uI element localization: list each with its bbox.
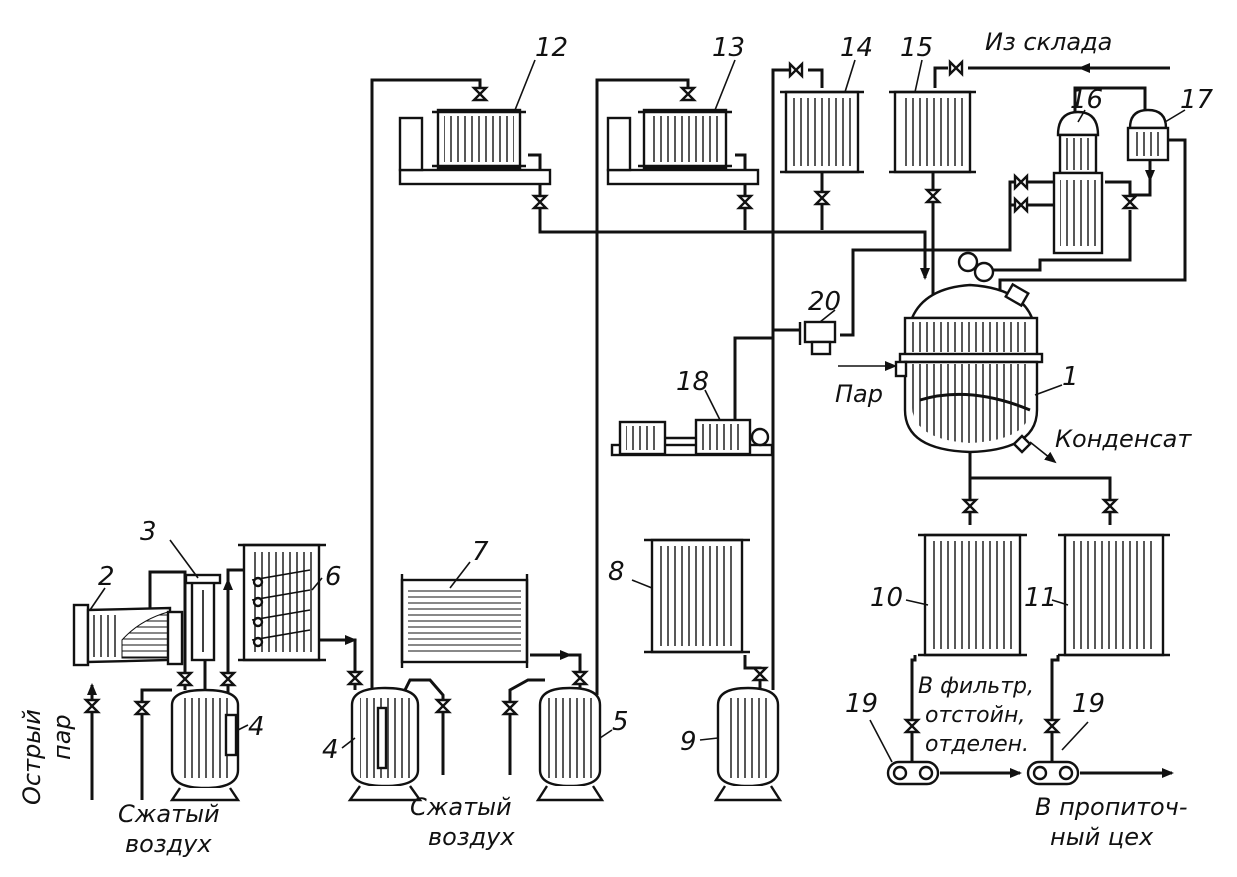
weigh-tank-13 [606, 108, 760, 186]
reactor-1 [894, 251, 1044, 454]
condensate-label: Конденсат [1055, 425, 1192, 453]
condenser-16 [1052, 110, 1104, 255]
weigh-tank-12 [398, 108, 552, 186]
pressure-tank-9 [713, 686, 783, 802]
label-3: 3 [140, 517, 157, 547]
label-8: 8 [608, 557, 625, 587]
label-7: 7 [472, 537, 489, 567]
tank-14 [780, 90, 864, 174]
valves [83, 59, 1139, 734]
steam-trap-20 [798, 320, 837, 356]
tank-11 [1058, 533, 1170, 657]
pump-19-right [1026, 760, 1080, 786]
tank-8 [644, 538, 750, 654]
from-warehouse-label: Из склада [985, 28, 1112, 56]
pressure-tank-4-left [169, 688, 241, 802]
compressed-air-left-1: Сжатый [118, 800, 220, 828]
tank-15 [889, 90, 976, 174]
to-impregnation-line-2: ный цех [1050, 823, 1154, 851]
tank-10 [918, 533, 1027, 657]
label-20: 20 [808, 287, 841, 317]
pressure-tank-5 [535, 686, 605, 802]
label-6: 6 [325, 562, 342, 592]
to-impregnation-line-1: В пропиточ- [1035, 793, 1188, 821]
label-4-left: 4 [248, 712, 265, 742]
label-9: 9 [680, 727, 697, 757]
compressed-air-middle-2: воздух [428, 823, 515, 851]
label-14: 14 [840, 33, 873, 63]
cooler-6 [238, 543, 326, 662]
label-17: 17 [1180, 85, 1214, 115]
live-steam-line-2: пар [48, 714, 76, 760]
equipment-numbers: 12 13 14 15 16 17 20 1 18 2 3 6 7 8 10 1… [98, 33, 1214, 765]
label-19-right: 19 [1072, 689, 1105, 719]
to-filter-line-3: отделен. [925, 732, 1029, 757]
label-4-middle: 4 [322, 735, 339, 765]
label-2: 2 [98, 562, 115, 592]
pump-18 [610, 418, 774, 457]
pump-19-left [886, 760, 940, 786]
label-18: 18 [676, 367, 709, 397]
label-16: 16 [1070, 85, 1103, 115]
pressure-tank-4-middle [347, 686, 423, 802]
label-12: 12 [535, 33, 568, 63]
label-10: 10 [870, 583, 903, 613]
live-steam-line-1: Острый [18, 709, 46, 805]
label-5: 5 [612, 707, 629, 737]
compressed-air-middle-1: Сжатый [410, 793, 512, 821]
dissolver-2 [72, 603, 184, 667]
to-filter-line-2: отстойн, [925, 703, 1025, 728]
tank-7 [400, 574, 529, 668]
to-filter-line-1: В фильтр, [918, 674, 1034, 699]
label-13: 13 [712, 33, 745, 63]
label-11: 11 [1024, 583, 1057, 613]
rotameter-3 [184, 573, 222, 662]
compressed-air-left-2: воздух [125, 830, 212, 858]
label-1: 1 [1062, 362, 1079, 392]
leader-lines [89, 59, 1186, 763]
flow-arrows [87, 63, 1174, 778]
annotations: Из склада Пар Конденсат В фильтр, отстой… [18, 28, 1192, 858]
steam-label: Пар [835, 380, 883, 408]
label-15: 15 [900, 33, 933, 63]
receiver-17 [1126, 108, 1170, 162]
label-19-left: 19 [845, 689, 878, 719]
